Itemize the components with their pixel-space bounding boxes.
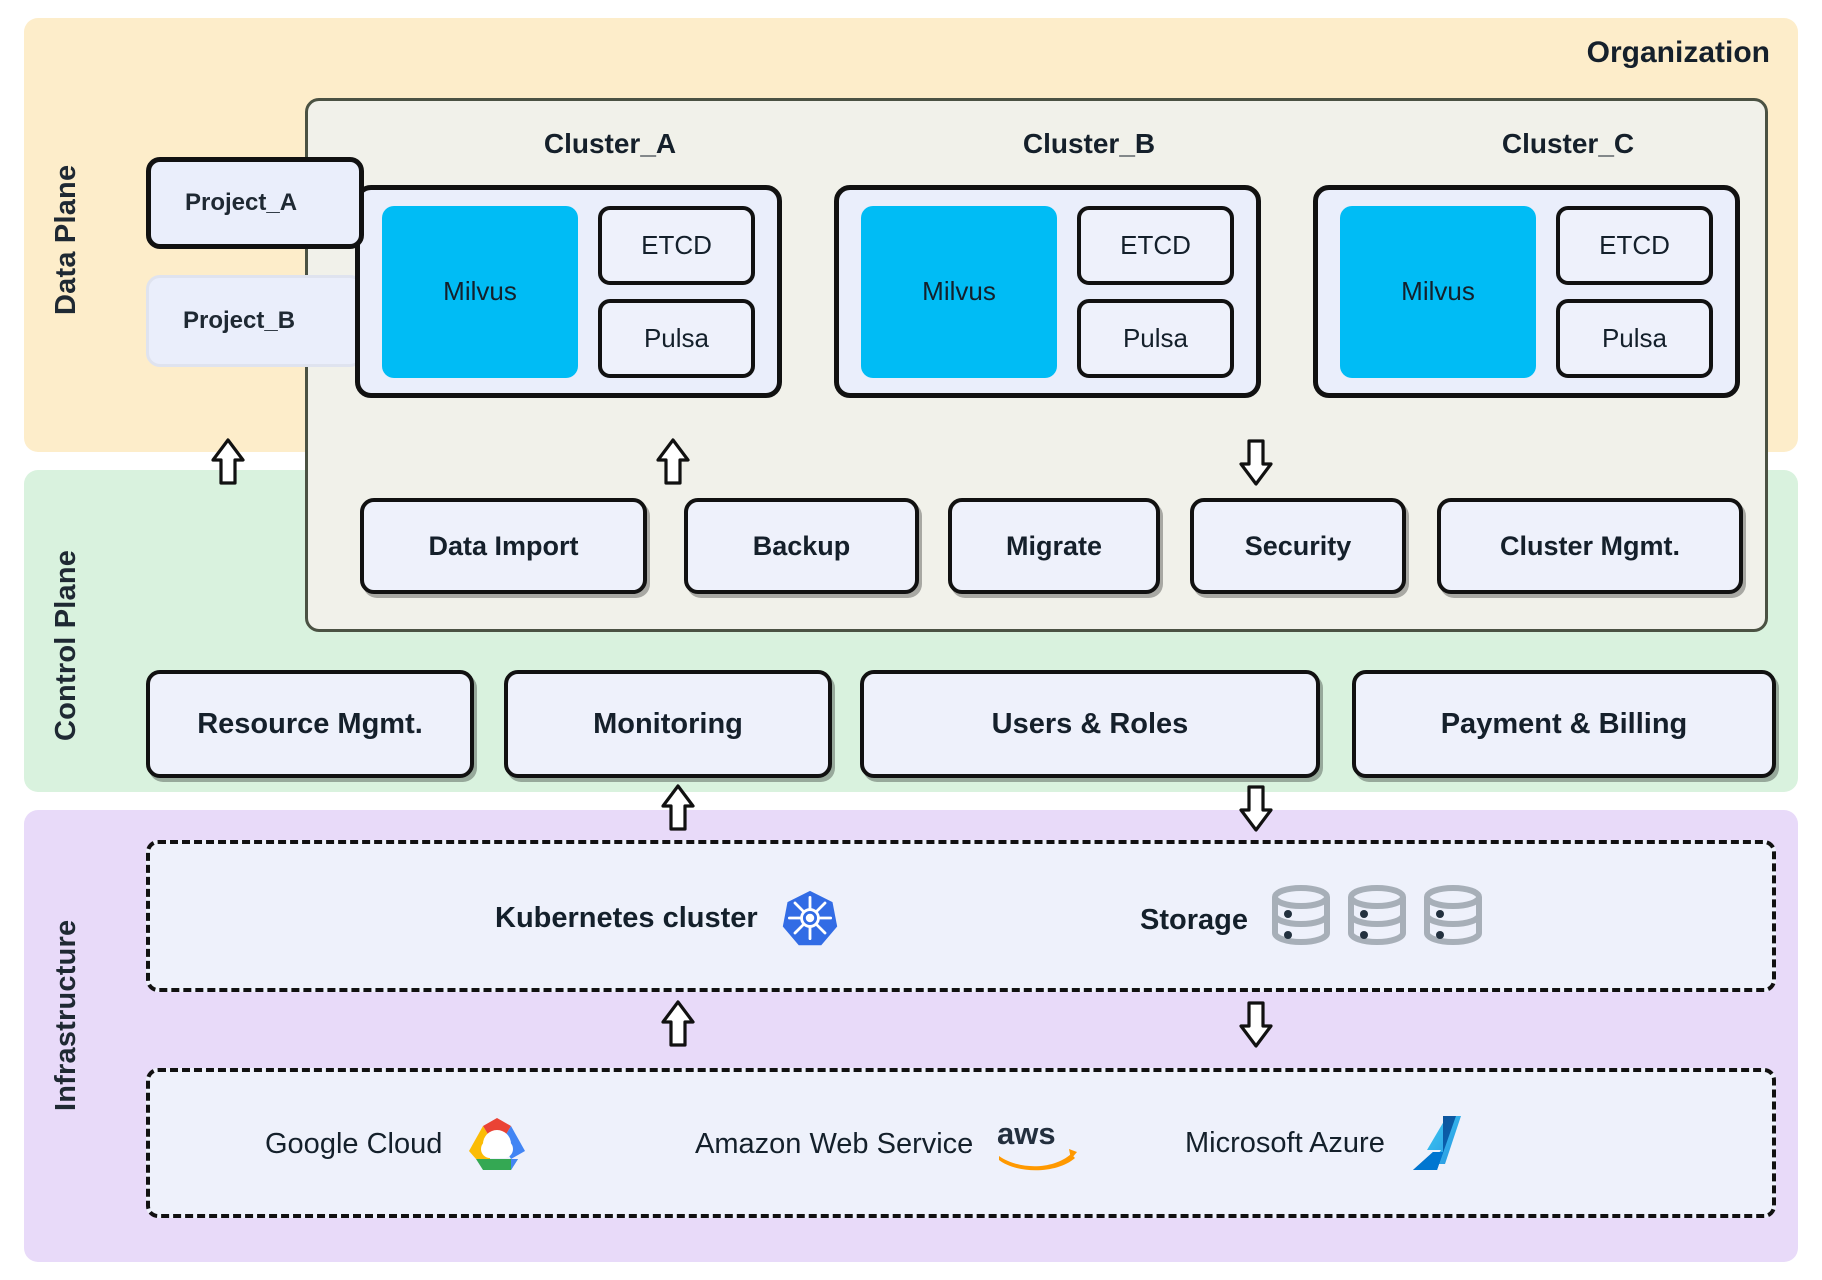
service-data-import[interactable]: Data Import [360,498,647,594]
aws-icon: aws [997,1116,1078,1171]
pulsar-box-c: Pulsa [1556,298,1713,378]
service-payment-billing[interactable]: Payment & Billing [1352,670,1776,778]
arrow-up-infra [661,1000,695,1047]
project-tab-a[interactable]: Project_A [146,157,364,249]
arrow-up-projects [211,438,245,485]
infra-platform-panel: Kubernetes cluster Storage [146,840,1776,992]
service-migrate[interactable]: Migrate [948,498,1160,594]
band-label-infrastructure: Infrastructure [50,919,82,1111]
infra-cloud-panel: Google Cloud Amazon Web Service aws Micr… [146,1068,1776,1218]
kubernetes-cluster-label: Kubernetes cluster [495,901,758,934]
kubernetes-icon [782,890,837,946]
cluster-c-title: Cluster_C [1501,128,1635,159]
project-tab-b[interactable]: Project_B [146,275,364,367]
google-cloud-icon [469,1118,526,1170]
etcd-box-c: ETCD [1556,205,1713,285]
cluster-a-title: Cluster_A [543,128,677,159]
arrow-down-cluster-b [1239,439,1273,486]
cluster-b-title: Cluster_B [1022,128,1156,159]
milvus-node-b: Milvus [861,205,1057,378]
pulsar-box-b: Pulsa [1077,298,1234,378]
azure-item: Microsoft Azure [1185,1112,1469,1174]
database-icon [1423,885,1482,945]
service-resource-mgmt[interactable]: Resource Mgmt. [146,670,474,778]
azure-icon [1412,1116,1461,1170]
aws-item: Amazon Web Service aws [695,1116,1079,1172]
database-icon [1347,885,1406,945]
band-label-data-plane: Data Plane [50,164,82,316]
project-a-label: Project_A [185,189,298,216]
service-users-roles[interactable]: Users & Roles [860,670,1320,778]
google-cloud-label: Google Cloud [265,1127,443,1160]
pulsar-box-a: Pulsa [598,298,755,378]
band-label-control-plane: Control Plane [50,549,82,741]
milvus-node-c: Milvus [1340,205,1536,378]
cluster-b[interactable]: Milvus ETCD Pulsa [834,185,1261,398]
arrow-down-users-roles [1239,785,1273,832]
aws-label: Amazon Web Service [695,1127,974,1160]
service-monitoring[interactable]: Monitoring [504,670,832,778]
arrow-up-monitoring [661,784,695,831]
database-icon [1271,885,1330,945]
milvus-b-label: Milvus [922,276,996,306]
kubernetes-cluster-item: Kubernetes cluster [495,888,840,948]
arrow-down-infra [1239,1001,1273,1048]
storage-item: Storage [1140,884,1484,956]
milvus-node-a: Milvus [382,205,578,378]
google-cloud-item: Google Cloud [265,1114,530,1174]
storage-label: Storage [1140,903,1248,936]
svg-text:aws: aws [997,1116,1056,1151]
service-backup[interactable]: Backup [684,498,919,594]
milvus-a-label: Milvus [443,276,517,306]
service-cluster-mgmt[interactable]: Cluster Mgmt. [1437,498,1743,594]
service-security[interactable]: Security [1190,498,1406,594]
azure-label: Microsoft Azure [1185,1126,1385,1159]
etcd-box-a: ETCD [598,205,755,285]
arrow-up-cluster-a [656,438,690,485]
milvus-c-label: Milvus [1401,276,1475,306]
cluster-c[interactable]: Milvus ETCD Pulsa [1313,185,1740,398]
project-b-label: Project_B [183,307,296,334]
organization-title: Organization [1586,36,1770,69]
storage-icons [1270,884,1484,956]
etcd-box-b: ETCD [1077,205,1234,285]
cluster-a[interactable]: Milvus ETCD Pulsa [355,185,782,398]
